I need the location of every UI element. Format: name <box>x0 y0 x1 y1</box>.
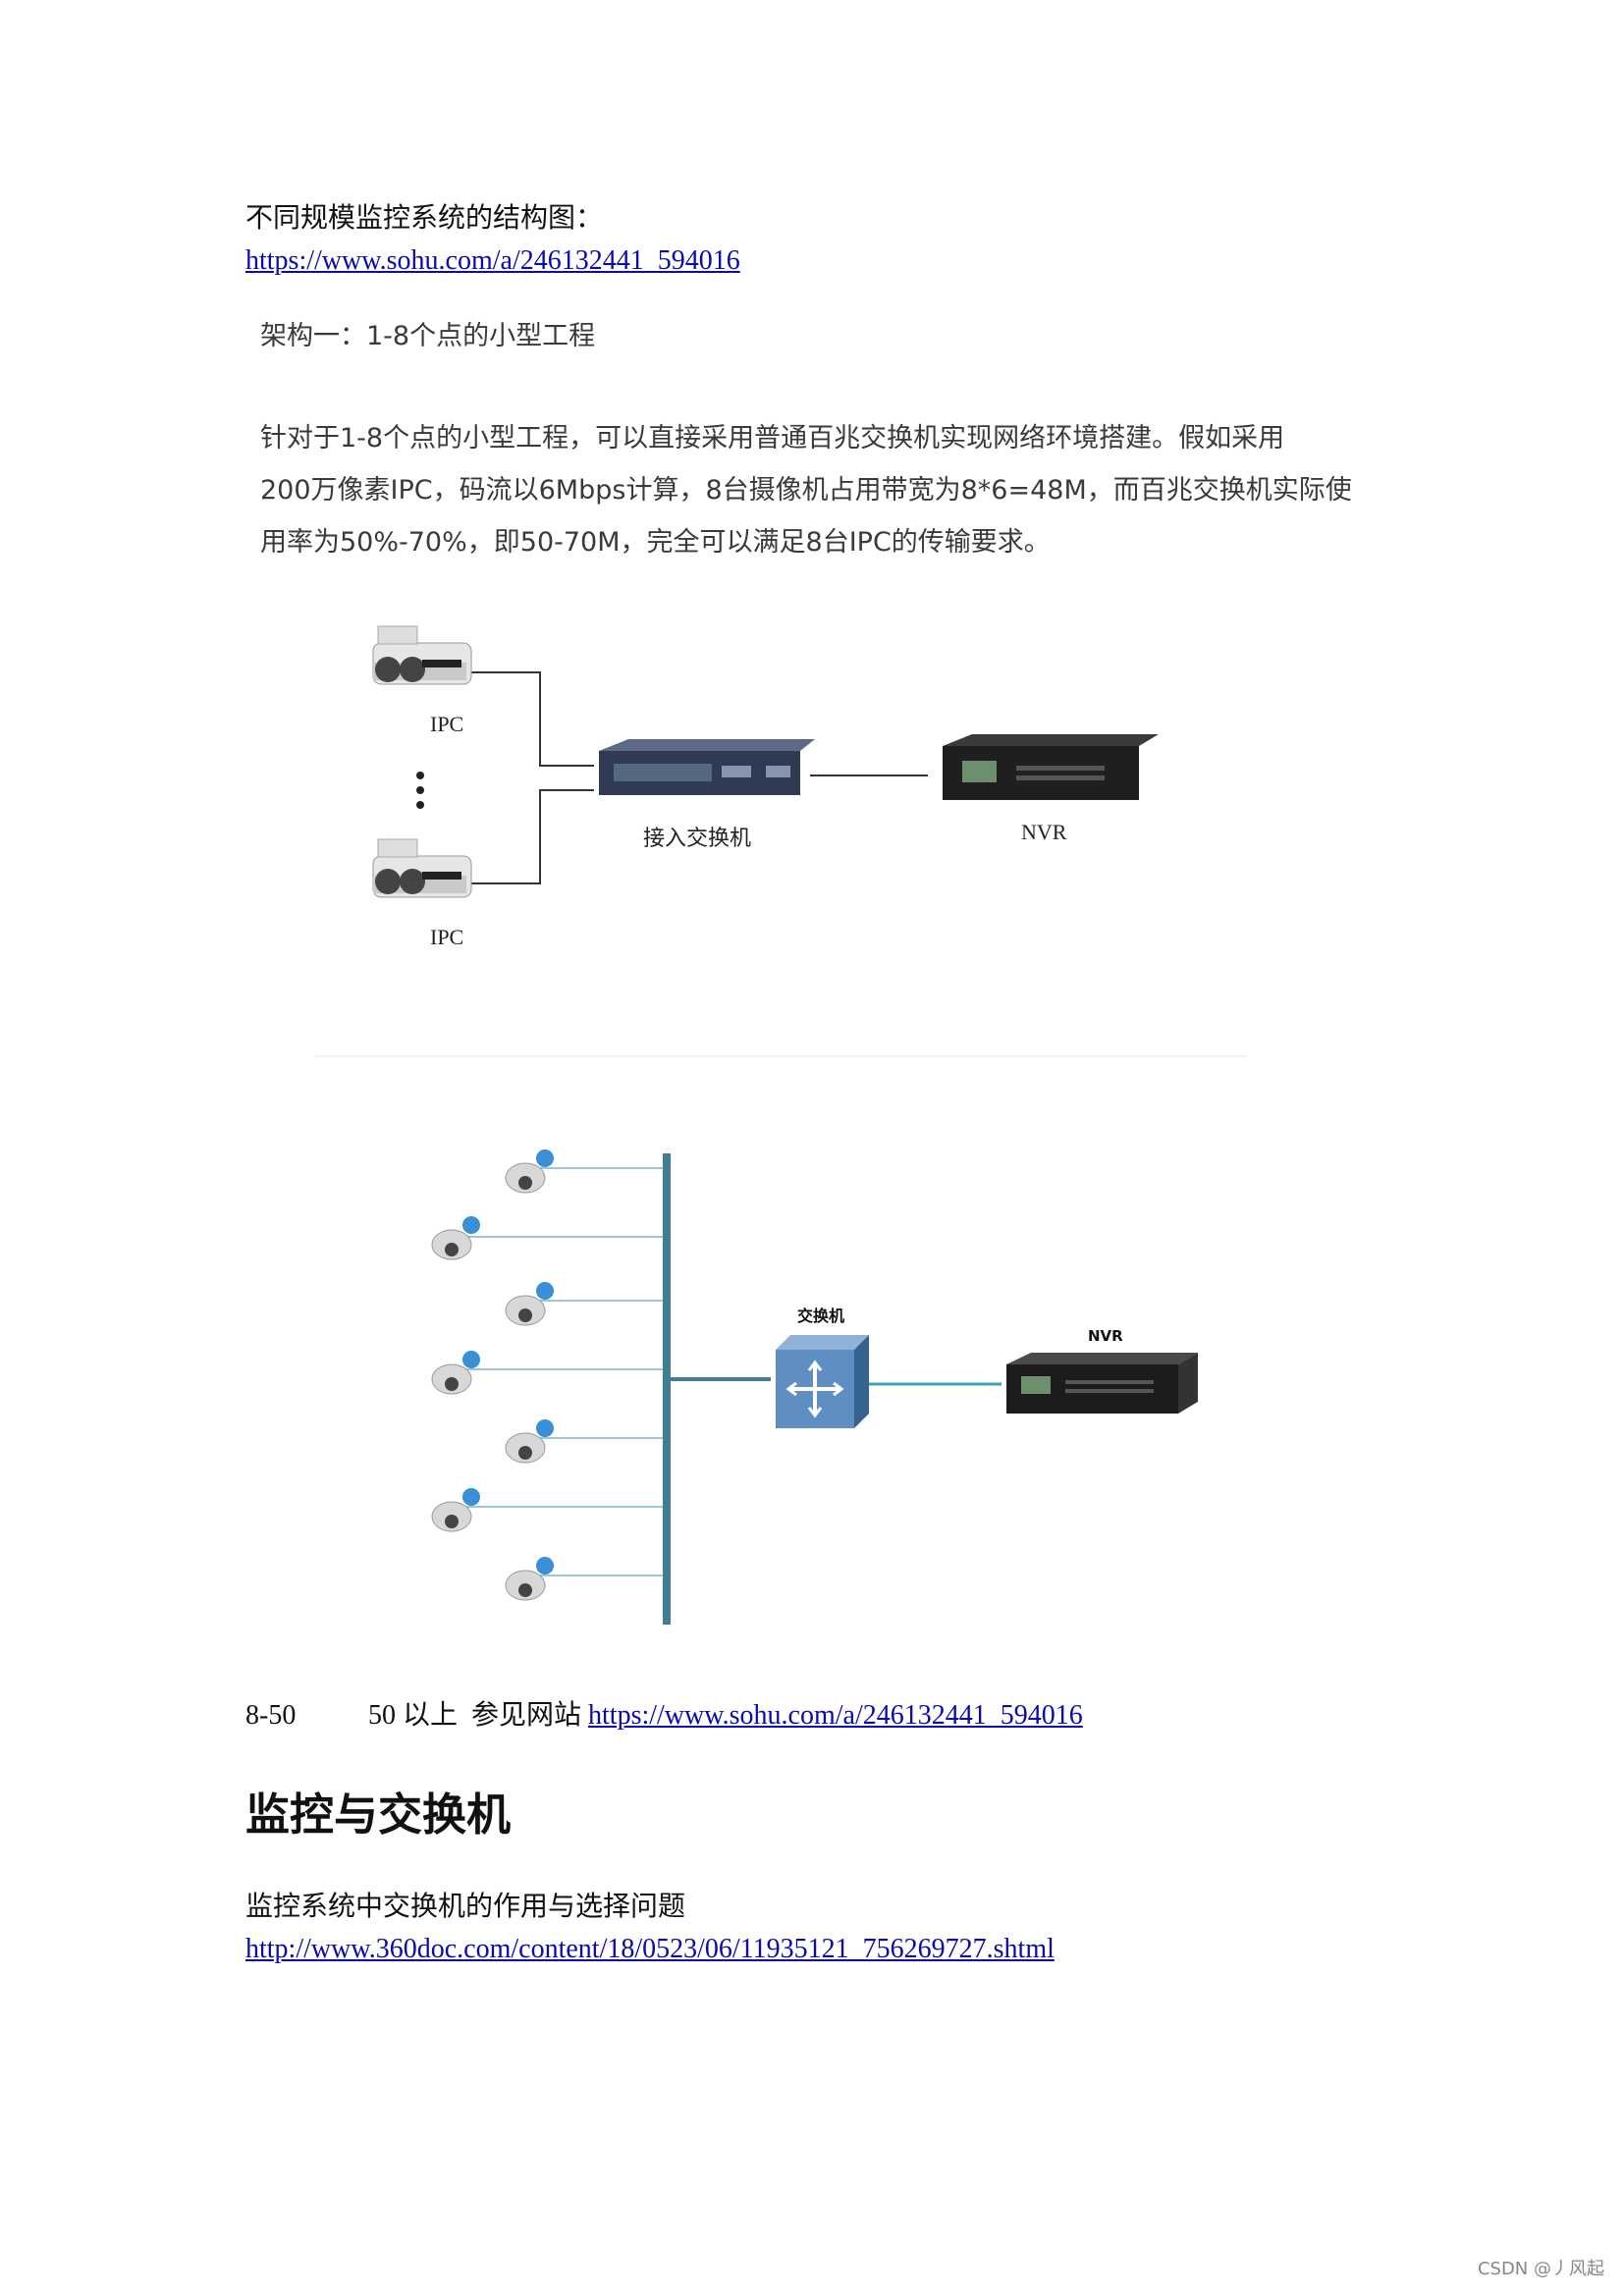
paragraph-line: 200万像素IPC，码流以6Mbps计算，8台摄像机占用带宽为8*6=48M，而… <box>260 464 1399 516</box>
intro-link[interactable]: https://www.sohu.com/a/246132441_594016 <box>245 245 740 276</box>
section-subtitle: 监控系统中交换机的作用与选择问题 <box>245 1885 1055 1928</box>
intro-block: 不同规模监控系统的结构图： https://www.sohu.com/a/246… <box>245 196 740 283</box>
bullet-camera-icon <box>373 839 471 897</box>
nvr-label: NVR <box>1088 1327 1123 1345</box>
nvr-icon <box>1006 1353 1198 1414</box>
screenshot-heading: 架构一：1-8个点的小型工程 <box>260 314 595 352</box>
range-text: 50 以上 参见网站 <box>368 1700 588 1731</box>
faint-divider <box>314 1055 1247 1057</box>
ipc-top-label: IPC <box>430 712 463 737</box>
section-heading: 监控与交换机 <box>245 1779 511 1842</box>
ellipsis-dot <box>416 786 424 794</box>
section-body: 监控系统中交换机的作用与选择问题 http://www.360doc.com/c… <box>245 1885 1055 1971</box>
section-link[interactable]: http://www.360doc.com/content/18/0523/06… <box>245 1934 1055 1964</box>
dome-camera-icon <box>506 1419 554 1463</box>
switch-label: 交换机 <box>797 1303 844 1326</box>
dome-camera-icon <box>506 1282 554 1325</box>
range-value: 8-50 <box>245 1700 368 1732</box>
ellipsis-dot <box>416 772 424 779</box>
ipc-bottom-link <box>471 790 594 883</box>
nvr-label: NVR <box>1021 820 1066 845</box>
ipc-bottom-label: IPC <box>430 925 463 950</box>
switch-cube-icon <box>776 1335 869 1428</box>
dome-camera-icon <box>506 1557 554 1600</box>
dome-camera-icon <box>432 1351 480 1394</box>
bullet-camera-icon <box>373 626 471 684</box>
diagram-dome-network <box>412 1129 1218 1639</box>
dome-camera-icon <box>506 1149 554 1193</box>
nvr-icon <box>943 734 1159 800</box>
camera-links <box>461 1168 663 1575</box>
footer-watermark: CSDN @丿风起 <box>1478 2255 1604 2280</box>
dome-camera-icon <box>432 1488 480 1531</box>
network-bus <box>663 1153 671 1625</box>
diagram-small-project <box>334 618 1218 972</box>
screenshot-paragraph: 针对于1-8个点的小型工程，可以直接采用普通百兆交换机实现网络环境搭建。假如采用… <box>260 412 1399 568</box>
ellipsis-dot <box>416 801 424 809</box>
access-switch-icon <box>599 739 815 795</box>
intro-title: 不同规模监控系统的结构图： <box>245 196 740 240</box>
ipc-top-link <box>471 672 594 766</box>
paragraph-line: 针对于1-8个点的小型工程，可以直接采用普通百兆交换机实现网络环境搭建。假如采用 <box>260 412 1399 464</box>
range-link[interactable]: https://www.sohu.com/a/246132441_594016 <box>588 1700 1083 1731</box>
access-switch-label: 接入交换机 <box>643 821 751 852</box>
paragraph-line: 用率为50%-70%，即50-70M，完全可以满足8台IPC的传输要求。 <box>260 516 1399 568</box>
